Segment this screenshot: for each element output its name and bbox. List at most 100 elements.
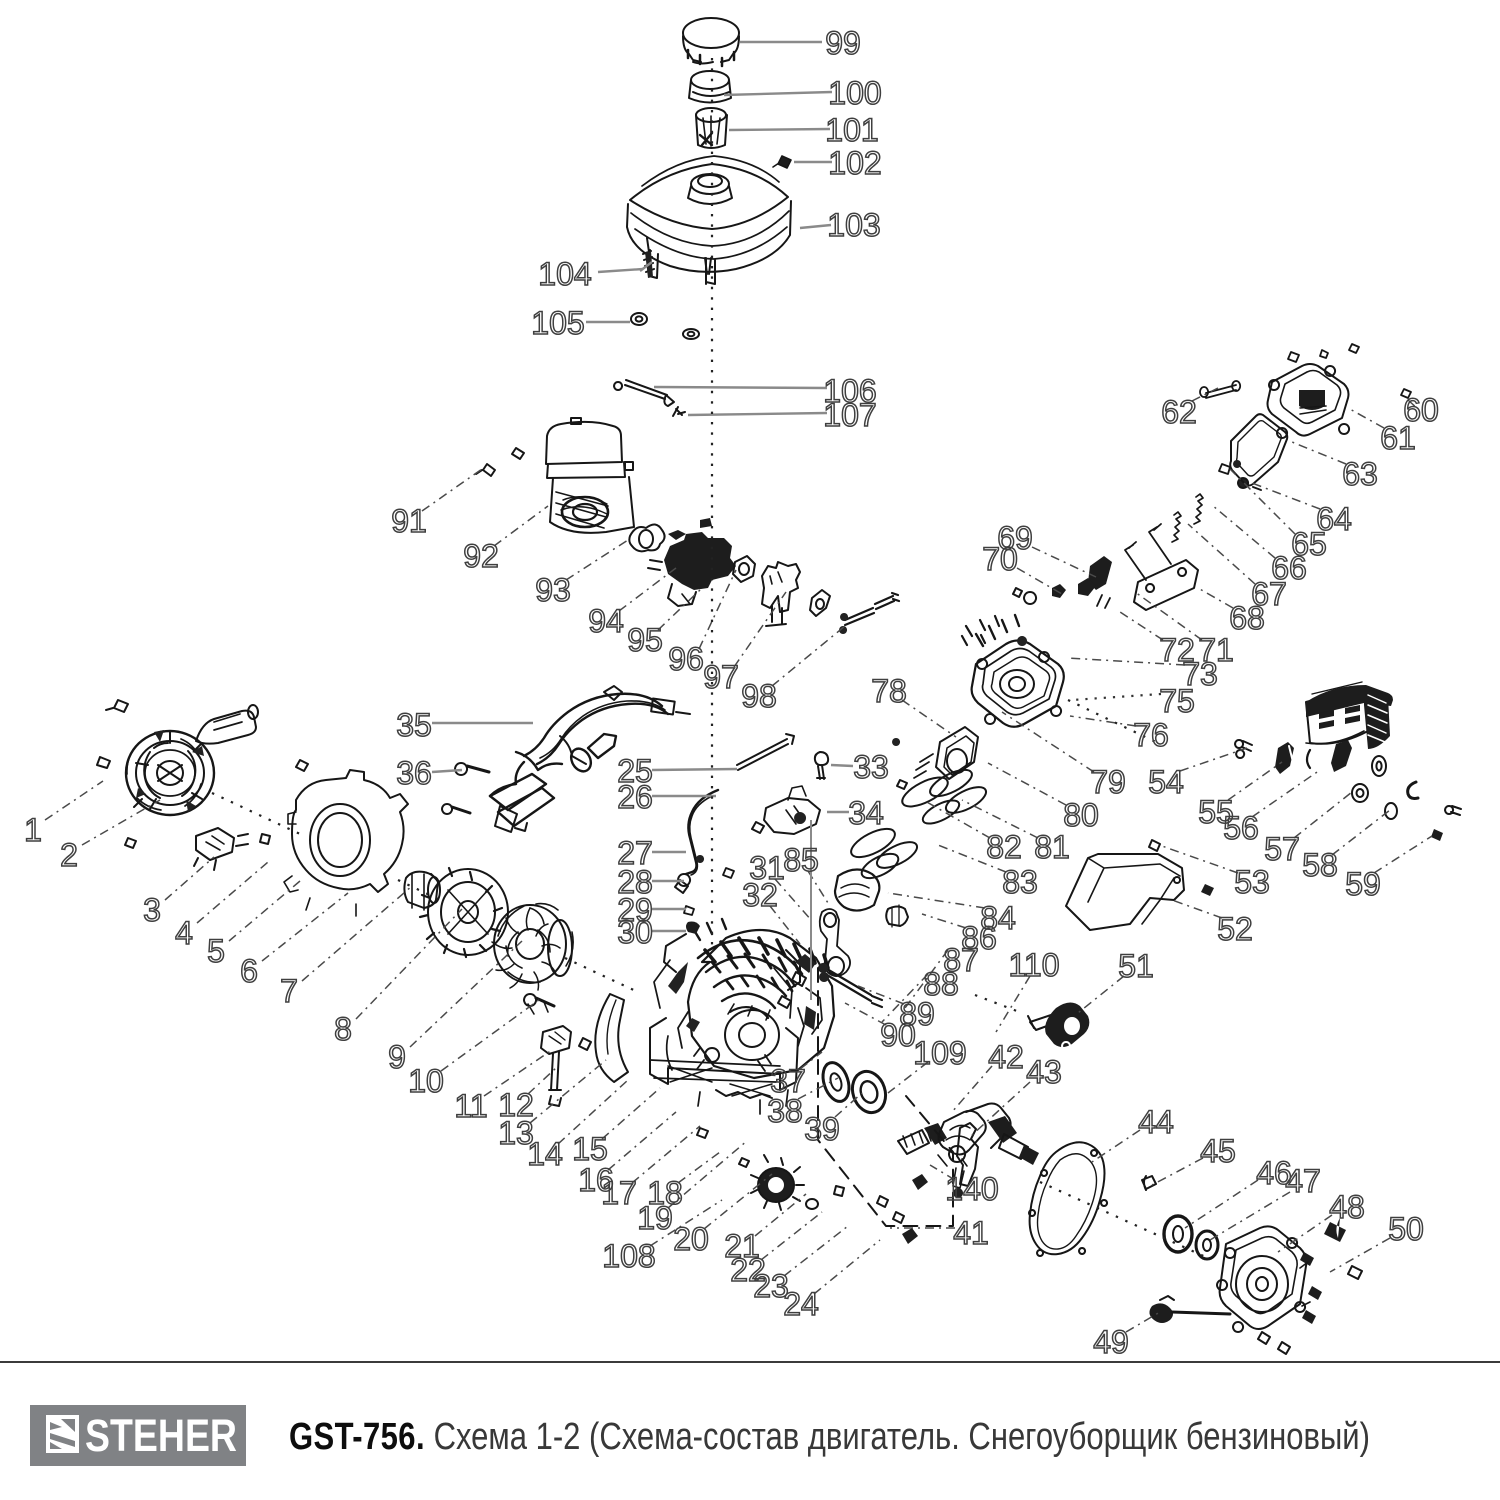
svg-text:97: 97: [703, 659, 739, 695]
svg-text:43: 43: [1026, 1054, 1062, 1090]
svg-text:91: 91: [391, 503, 427, 539]
svg-text:30: 30: [617, 914, 653, 950]
svg-text:STEHER: STEHER: [85, 1410, 237, 1461]
svg-text:66: 66: [1271, 550, 1307, 586]
svg-text:20: 20: [673, 1221, 709, 1257]
svg-text:3: 3: [143, 892, 161, 928]
svg-text:102: 102: [828, 145, 881, 181]
svg-text:25: 25: [617, 753, 653, 789]
svg-text:62: 62: [1161, 394, 1197, 430]
svg-text:78: 78: [871, 673, 907, 709]
svg-text:33: 33: [853, 749, 889, 785]
svg-text:15: 15: [572, 1131, 608, 1167]
svg-text:23: 23: [753, 1268, 789, 1304]
svg-text:53: 53: [1234, 864, 1270, 900]
svg-text:10: 10: [408, 1063, 444, 1099]
svg-text:21: 21: [724, 1228, 760, 1264]
svg-text:93: 93: [535, 572, 571, 608]
svg-text:86: 86: [961, 920, 997, 956]
svg-text:68: 68: [1229, 600, 1265, 636]
svg-text:109: 109: [913, 1035, 966, 1071]
svg-text:65: 65: [1291, 526, 1327, 562]
svg-text:8: 8: [334, 1011, 352, 1047]
svg-text:95: 95: [627, 622, 663, 658]
svg-text:106: 106: [823, 373, 876, 409]
svg-text:108: 108: [602, 1238, 655, 1274]
svg-text:56: 56: [1223, 810, 1259, 846]
svg-text:101: 101: [825, 112, 878, 148]
svg-text:36: 36: [396, 755, 432, 791]
svg-text:110: 110: [1008, 947, 1059, 983]
svg-text:37: 37: [770, 1063, 806, 1099]
svg-text:12: 12: [498, 1087, 534, 1123]
svg-text:4: 4: [175, 915, 193, 951]
svg-text:104: 104: [538, 256, 591, 292]
svg-text:13: 13: [498, 1115, 534, 1151]
svg-text:81: 81: [1034, 829, 1070, 865]
svg-text:96: 96: [668, 641, 704, 677]
svg-text:35: 35: [396, 707, 432, 743]
svg-text:39: 39: [804, 1111, 840, 1147]
svg-text:1: 1: [24, 812, 42, 848]
svg-text:22: 22: [730, 1252, 766, 1288]
svg-text:67: 67: [1251, 576, 1287, 612]
svg-text:70: 70: [982, 541, 1018, 577]
svg-text:79: 79: [1090, 764, 1126, 800]
svg-text:94: 94: [588, 603, 624, 639]
svg-text:41: 41: [953, 1215, 989, 1251]
svg-text:51: 51: [1118, 948, 1154, 984]
svg-text:52: 52: [1217, 911, 1253, 947]
svg-text:75: 75: [1159, 683, 1195, 719]
svg-text:5: 5: [207, 933, 225, 969]
svg-text:88: 88: [923, 966, 959, 1002]
svg-text:18: 18: [647, 1175, 683, 1211]
svg-text:92: 92: [463, 538, 499, 574]
svg-text:69: 69: [997, 520, 1033, 556]
svg-text:89: 89: [899, 996, 935, 1032]
svg-text:107: 107: [823, 397, 876, 433]
svg-text:2: 2: [60, 837, 78, 873]
svg-text:99: 99: [825, 25, 861, 61]
svg-text:60: 60: [1403, 392, 1439, 428]
svg-text:85: 85: [783, 842, 819, 878]
svg-text:29: 29: [617, 892, 653, 928]
svg-text:48: 48: [1329, 1189, 1365, 1225]
svg-text:64: 64: [1316, 501, 1352, 537]
svg-text:59: 59: [1345, 866, 1381, 902]
svg-text:98: 98: [741, 678, 777, 714]
svg-text:105: 105: [531, 305, 584, 341]
svg-text:9: 9: [388, 1039, 406, 1075]
svg-text:6: 6: [240, 953, 258, 989]
svg-text:28: 28: [617, 864, 653, 900]
svg-text:84: 84: [980, 900, 1016, 936]
svg-text:87: 87: [943, 942, 979, 978]
svg-text:54: 54: [1148, 764, 1184, 800]
svg-text:38: 38: [767, 1093, 803, 1129]
svg-text:31: 31: [749, 850, 785, 886]
svg-text:32: 32: [742, 877, 778, 913]
svg-text:73: 73: [1182, 656, 1218, 692]
svg-text:80: 80: [1063, 797, 1099, 833]
svg-text:71: 71: [1198, 632, 1234, 668]
svg-text:44: 44: [1138, 1104, 1174, 1140]
svg-text:50: 50: [1388, 1211, 1424, 1247]
svg-text:34: 34: [848, 795, 884, 831]
svg-text:58: 58: [1302, 847, 1338, 883]
svg-text:24: 24: [783, 1286, 819, 1322]
svg-text:100: 100: [828, 75, 881, 111]
svg-text:57: 57: [1264, 831, 1300, 867]
svg-text:55: 55: [1198, 794, 1234, 830]
svg-text:61: 61: [1380, 420, 1416, 456]
svg-text:14: 14: [527, 1136, 563, 1172]
svg-text:46: 46: [1256, 1155, 1292, 1191]
svg-text:47: 47: [1285, 1163, 1321, 1199]
svg-text:42: 42: [988, 1039, 1024, 1075]
svg-text:82: 82: [986, 829, 1022, 865]
svg-text:19: 19: [637, 1200, 673, 1236]
svg-text:49: 49: [1093, 1324, 1129, 1360]
svg-text:17: 17: [601, 1175, 637, 1211]
svg-text:26: 26: [617, 779, 653, 815]
svg-text:11: 11: [454, 1088, 487, 1124]
svg-text:140: 140: [945, 1171, 998, 1207]
svg-text:90: 90: [880, 1017, 916, 1053]
